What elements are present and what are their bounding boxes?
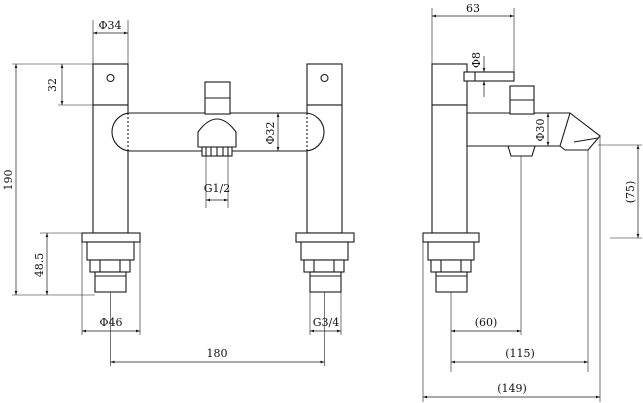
dim-side-spout-diameter: Φ30	[534, 118, 547, 141]
dim-centres: 180	[207, 347, 228, 360]
dim-diverter-knob: Φ8	[470, 52, 483, 68]
dim-diverter-thread: G1/2	[204, 182, 231, 195]
side-diverter-lever	[463, 71, 515, 82]
dim-reach-60: (60)	[475, 316, 498, 329]
front-dimensions: Φ34 32 190 48.5 Φ32 G1/2	[2, 19, 342, 366]
dim-inlet-thread: G3/4	[313, 316, 340, 329]
right-pillar	[295, 63, 355, 293]
dim-handle-height: 32	[46, 78, 59, 92]
dim-overall-height: 190	[2, 170, 15, 191]
front-view: Φ34 32 190 48.5 Φ32 G1/2	[2, 19, 355, 366]
dim-tail-height: 48.5	[33, 253, 46, 278]
dim-reach-115: (115)	[505, 347, 535, 360]
side-spout	[466, 85, 601, 157]
left-pillar	[81, 63, 141, 293]
dim-outlet-height: (75)	[624, 181, 637, 204]
side-dimensions: 63 Φ8 Φ30 (75) (60) (115)	[422, 2, 642, 402]
side-view: 63 Φ8 Φ30 (75) (60) (115)	[422, 2, 642, 402]
diverter-knob	[204, 81, 231, 115]
side-pillar	[422, 63, 480, 293]
dim-reach-149: (149)	[497, 382, 527, 395]
aerator-outlet	[197, 118, 237, 157]
dim-side-depth: 63	[466, 2, 480, 15]
dim-body-diameter: Φ34	[98, 19, 121, 32]
dim-spout-diameter: Φ32	[264, 121, 277, 144]
dim-base-diameter: Φ46	[99, 316, 122, 329]
